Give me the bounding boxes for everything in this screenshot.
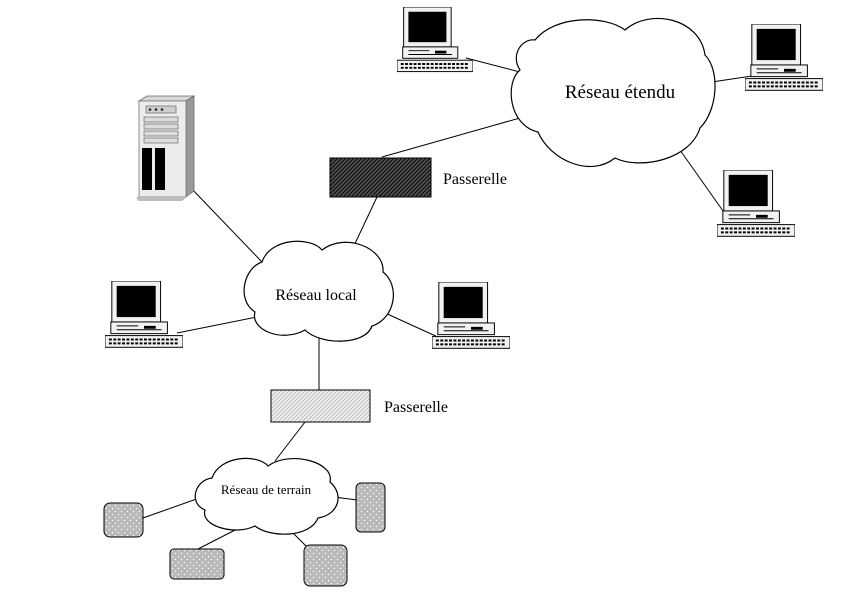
gateway-top-label: Passerelle xyxy=(443,171,507,188)
wan-cloud: Réseau étendu xyxy=(510,17,716,168)
connections xyxy=(142,57,753,551)
gateway-top: Passerelle xyxy=(329,157,507,198)
field-device-icon xyxy=(169,548,225,580)
link-server-lan xyxy=(189,186,263,263)
link-lan-computer-right xyxy=(382,311,441,339)
lan-label: Réseau local xyxy=(275,287,357,304)
computer-lan-left-icon xyxy=(105,281,183,349)
server-tower-icon xyxy=(136,95,195,202)
link-wan-gateway xyxy=(381,113,535,158)
field-device-icon xyxy=(355,482,386,533)
lan-cloud: Réseau local xyxy=(243,240,394,342)
computer-lan-right-icon xyxy=(432,282,510,350)
computer-wan-right-icon xyxy=(745,24,823,92)
link-wan-computer-bottom-right xyxy=(674,142,729,219)
wan-label: Réseau étendu xyxy=(565,82,676,103)
link-lan-computer-left xyxy=(176,316,258,334)
field-cloud: Réseau de terrain xyxy=(194,457,339,535)
field-device-icon xyxy=(303,544,348,587)
field-label: Réseau de terrain xyxy=(221,482,312,497)
field-devices xyxy=(103,482,386,587)
link-wan-computer-top xyxy=(465,57,521,73)
field-device-icon xyxy=(103,502,144,538)
link-field-device-left xyxy=(142,495,206,519)
computer-wan-top-icon xyxy=(397,7,473,73)
gateway-bottom: Passerelle xyxy=(270,389,448,423)
computer-wan-bottom-icon xyxy=(717,170,795,238)
gateway-bottom-label: Passerelle xyxy=(384,399,448,416)
link-field-device-bottom-left xyxy=(195,526,242,551)
link-gateway-field xyxy=(274,421,306,462)
